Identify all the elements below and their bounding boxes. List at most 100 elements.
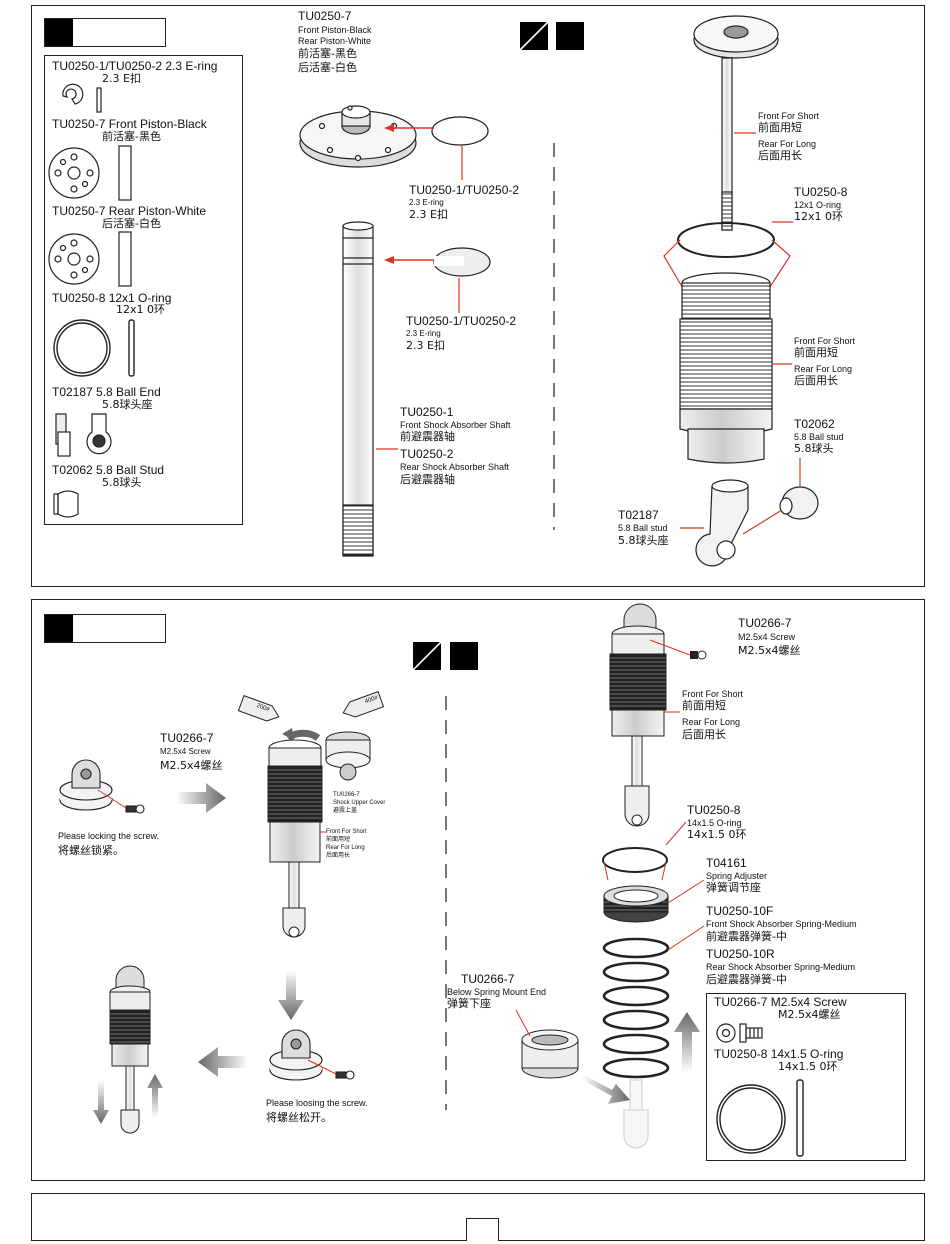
spring-code1: TU0250-10F (706, 904, 774, 918)
spring-cn1: 前避震器弹簧-中 (706, 930, 787, 943)
ering-a-en: 2.3 E-ring (409, 198, 444, 207)
ering-a-cn: 2.3 E扣 (409, 208, 448, 221)
parts-list-item-cn-4: 12x1 0环 (116, 303, 166, 316)
adjuster-en: Spring Adjuster (706, 871, 768, 881)
parts-list-item-cn-3: 后活塞-白色 (102, 217, 161, 230)
screw-icon (739, 1023, 763, 1043)
spring-cn2: 后避震器弹簧-中 (706, 973, 787, 986)
assembled-shock-left (109, 965, 151, 1134)
shock-body-drawing (679, 272, 773, 464)
step-number-box-2 (44, 614, 166, 643)
parts-list-item-code-2: TU0250-7 Front Piston-Black (52, 117, 207, 131)
cap-loose-drawing (269, 1029, 355, 1081)
ering-b-cn: 2.3 E扣 (406, 339, 445, 352)
faded-ball-end (623, 1079, 649, 1149)
parts-list-item-cn-1: 2.3 E扣 (102, 72, 141, 85)
spring-adjuster-drawing (603, 885, 669, 923)
parts-list-item-code-5: T02187 5.8 Ball End (52, 385, 161, 399)
shaft-length-en2: Rear For Long (758, 139, 817, 149)
oil-bottle-right (342, 691, 385, 718)
shaft-cn2: 后避震器轴 (400, 473, 455, 486)
body-length-cn2: 后面用长 (794, 374, 838, 387)
length-b-cn1: 前面用短 (682, 699, 726, 712)
assembled-shock-right (609, 603, 667, 827)
legend-item-cn-1: M2.5x4螺丝 (778, 1008, 841, 1021)
ering-icon (62, 83, 102, 113)
ball-stud-code: T02062 (794, 417, 835, 431)
shaft-cn1: 前避震器轴 (400, 430, 455, 443)
adjuster-code: T04161 (706, 856, 747, 870)
piston-drawing (299, 105, 417, 168)
cap-shaft-drawing (693, 15, 779, 231)
rear-piston-icon (48, 231, 132, 287)
piston-cn1: 前活塞-黑色 (298, 47, 357, 60)
ering-b-code: TU0250-1/TU0250-2 (406, 314, 517, 328)
step-number-box-1 (44, 18, 166, 47)
body-length-en1: Front For Short (794, 336, 856, 346)
piston-line2: Rear Piston-White (298, 36, 372, 46)
page-number-tab (466, 1218, 499, 1241)
loose-note-en: Please loosing the screw. (266, 1098, 368, 1108)
shaft-length-cn2: 后面用长 (758, 149, 802, 162)
ering-drawing-b (433, 247, 491, 277)
parts-list-item-code-4: TU0250-8 12x1 O-ring (52, 291, 172, 305)
ball-end-code: T02187 (618, 508, 659, 522)
ball-end-drawing (695, 479, 749, 567)
small-length-en1: Front For Short (326, 829, 367, 835)
small-length-cn2: 后面用长 (326, 853, 351, 859)
spring-drawing (602, 937, 670, 1079)
shaft-length-en1: Front For Short (758, 111, 820, 121)
ering-a-code: TU0250-1/TU0250-2 (409, 183, 520, 197)
screw-a-cn: M2.5x4螺丝 (160, 759, 223, 772)
mount-code: TU0266-7 (461, 972, 515, 986)
ball-stud-icon (53, 490, 79, 518)
parts-list-box-2 (706, 993, 906, 1161)
length-b-en2: Rear For Long (682, 717, 741, 727)
small-length-en2: Rear For Long (326, 845, 365, 851)
cover-en: Shock Upper Cover (333, 800, 386, 806)
legend-item-code-2: TU0250-8 14x1.5 O-ring (714, 1047, 844, 1061)
shock-upper-cover (325, 731, 371, 781)
screw-b-icon (690, 651, 698, 659)
length-b-cn2: 后面用长 (682, 728, 726, 741)
body-length-en2: Rear For Long (794, 364, 853, 374)
ball-stud-drawing (779, 486, 819, 520)
washer-icon (716, 1023, 736, 1043)
oring-b-code: TU0250-8 (687, 803, 741, 817)
oring-code: TU0250-8 (794, 185, 848, 199)
screw-a-code: TU0266-7 (160, 731, 214, 745)
oring-cn: 12x1 0环 (794, 210, 844, 223)
ball-stud-en: 5.8 Ball stud (794, 432, 844, 442)
shaft-en2: Rear Shock Absorber Shaft (400, 462, 510, 472)
oring-icon (53, 319, 135, 377)
shock-body-small (267, 739, 323, 938)
parts-list-item-code-6: T02062 5.8 Ball Stud (52, 463, 165, 477)
parts-list-item-cn-2: 前活塞-黑色 (102, 130, 161, 143)
parts-list-item-cn-6: 5.8球头 (102, 476, 142, 489)
small-length-cn1: 前面用短 (326, 837, 351, 843)
loose-note-cn: 将螺丝松开。 (266, 1112, 332, 1124)
screw-a-en: M2.5x4 Screw (160, 747, 211, 756)
legend-item-code-1: TU0266-7 M2.5x4 Screw (714, 995, 847, 1009)
mount-cn: 弹簧下座 (447, 997, 491, 1010)
lock-note-en: Please locking the screw. (58, 831, 160, 841)
legend-item-cn-2: 14x1.5 0环 (778, 1060, 838, 1073)
oil-bottle-left (237, 695, 280, 722)
parts-list-box (44, 55, 243, 525)
shaft-length-cn1: 前面用短 (758, 121, 802, 134)
ball-end-en: 5.8 Ball stud (618, 523, 668, 533)
oring-b-en: 14x1.5 O-ring (687, 818, 742, 828)
oring-legend-icon (716, 1079, 804, 1157)
parts-list-item-code-1: TU0250-1/TU0250-2 2.3 E-ring (52, 59, 218, 73)
mount-en: Below Spring Mount End (447, 987, 547, 997)
ball-end-icon (55, 413, 112, 457)
body-length-cn1: 前面用短 (794, 346, 838, 359)
ball-stud-cn: 5.8球头 (794, 442, 834, 455)
parts-list-item-cn-5: 5.8球头座 (102, 398, 153, 411)
screw-b-en: M2.5x4 Screw (738, 632, 796, 642)
piston-code: TU0250-7 (298, 9, 352, 23)
spring-mount-end-drawing (521, 1029, 579, 1079)
